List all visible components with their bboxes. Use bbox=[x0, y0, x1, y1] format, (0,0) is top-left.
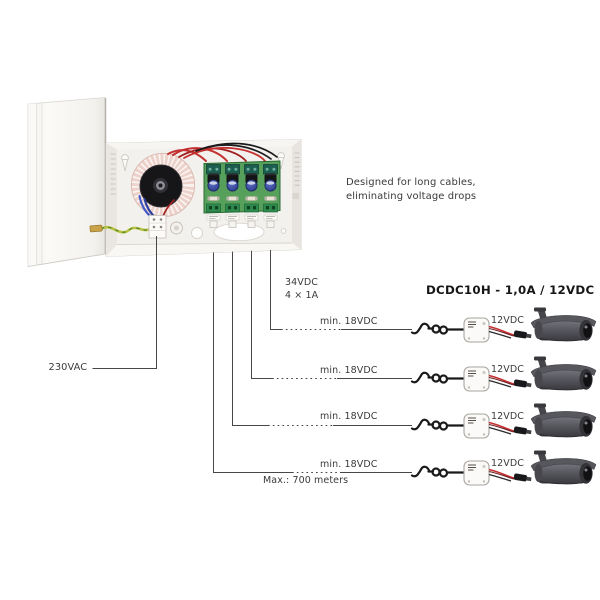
mains-terminal-block bbox=[148, 215, 167, 239]
spade-connector bbox=[89, 224, 103, 233]
min-voltage-label-row-1: min. 18VDC bbox=[320, 315, 378, 327]
note-line-2: eliminating voltage drops bbox=[346, 190, 477, 202]
psu-output-voltage-label: 34VDC bbox=[285, 277, 319, 288]
mains-line bbox=[92, 236, 157, 369]
psu-output-current-label: 4 × 1A bbox=[285, 289, 319, 301]
output-line-2 bbox=[251, 250, 412, 379]
output-voltage-label-row-2: 12VDC bbox=[491, 363, 525, 375]
fuse-holder bbox=[170, 221, 183, 235]
converter-title: DCDC10H - 1,0A / 12VDC bbox=[426, 283, 595, 297]
min-voltage-label-row-3: min. 18VDC bbox=[320, 410, 378, 422]
chassis-hole bbox=[280, 228, 287, 234]
min-voltage-label-row-4: min. 18VDC bbox=[320, 458, 378, 470]
note-line-1: Designed for long cables, bbox=[346, 177, 476, 188]
oval-cable-cutout bbox=[213, 222, 265, 242]
left-vent-slots bbox=[110, 153, 116, 195]
ground-wire bbox=[89, 224, 151, 234]
right-vent-slots bbox=[294, 152, 300, 186]
min-voltage-label-row-2: min. 18VDC bbox=[320, 364, 378, 376]
output-line-3 bbox=[232, 251, 412, 426]
output-voltage-label-row-3: 12VDC bbox=[491, 410, 525, 422]
psu-open-door bbox=[27, 97, 107, 267]
max-distance-label: Max.: 700 meters bbox=[263, 475, 349, 486]
output-voltage-label-row-4: 12VDC bbox=[491, 457, 525, 469]
keyhole-mount-left bbox=[121, 154, 129, 172]
output-line-1 bbox=[270, 250, 412, 330]
toroidal-transformer-icon bbox=[130, 152, 196, 218]
power-supply-unit-illustration bbox=[27, 97, 302, 267]
output-line-4 bbox=[213, 252, 412, 473]
keyhole-mount-right bbox=[277, 152, 285, 170]
distribution-pcb bbox=[203, 160, 281, 228]
side-sticker bbox=[292, 193, 299, 199]
cable-grommet bbox=[191, 227, 203, 239]
connection-lines bbox=[92, 236, 412, 473]
mains-voltage-label: 230VAC bbox=[48, 361, 88, 373]
output-voltage-label-row-1: 12VDC bbox=[491, 314, 525, 326]
